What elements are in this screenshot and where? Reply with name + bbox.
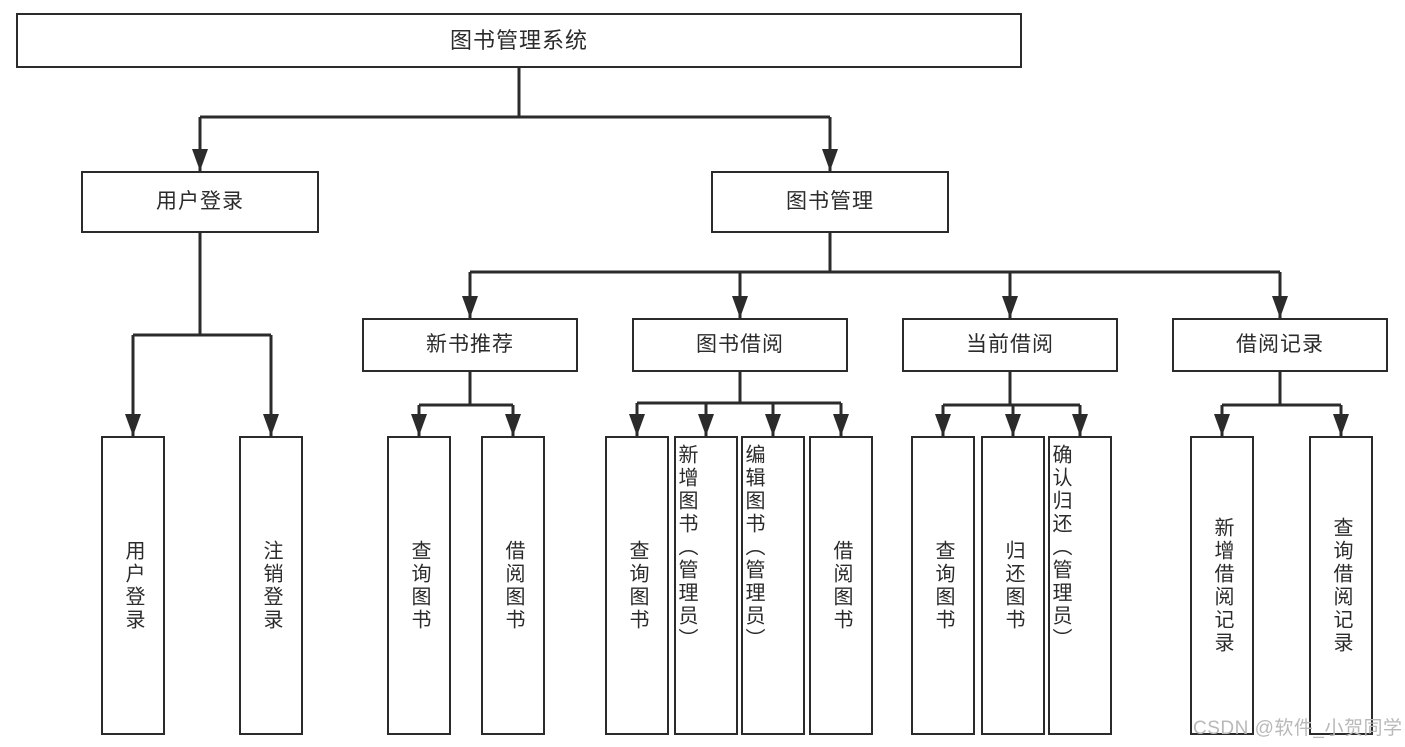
arrowhead-leaf-borrow-book-rec: [505, 414, 521, 436]
node-label-leaf-query-record: 查询借阅记录: [1330, 516, 1352, 655]
node-leaf-add-record[interactable]: 新增借阅记录: [1190, 436, 1254, 735]
arrowhead-leaf-confirm-return: [1072, 414, 1088, 436]
node-label-leaf-query-book-rec: 查询图书: [408, 539, 430, 632]
node-leaf-borrow-book-rec[interactable]: 借阅图书: [481, 436, 545, 735]
node-leaf-query-book-borrow[interactable]: 查询图书: [605, 436, 669, 735]
arrowhead-book-manage: [822, 149, 838, 171]
node-label-leaf-return-book: 归还图书: [1002, 539, 1024, 632]
node-leaf-query-book-rec[interactable]: 查询图书: [387, 436, 451, 735]
node-root[interactable]: 图书管理系统: [16, 13, 1022, 68]
node-label-leaf-add-record: 新增借阅记录: [1211, 516, 1233, 655]
node-label-leaf-borrow-book-rec: 借阅图书: [502, 539, 524, 632]
arrowhead-borrow-record: [1272, 296, 1288, 318]
node-leaf-return-book[interactable]: 归还图书: [981, 436, 1045, 735]
node-label-leaf-confirm-return: 确认归还（管理员）: [1049, 444, 1071, 651]
node-label-book-manage: 图书管理: [786, 189, 874, 213]
arrowhead-leaf-add-book: [698, 414, 714, 436]
arrowhead-user-login: [192, 149, 208, 171]
node-leaf-query-book-cur[interactable]: 查询图书: [911, 436, 975, 735]
arrowhead-leaf-return-book: [1005, 414, 1021, 436]
arrowhead-leaf-user-logout: [263, 414, 279, 436]
node-leaf-user-login[interactable]: 用户登录: [101, 436, 165, 735]
arrowhead-leaf-query-book-rec: [411, 414, 427, 436]
node-user-login[interactable]: 用户登录: [81, 171, 319, 233]
arrowhead-leaf-add-record: [1214, 414, 1230, 436]
csdn-watermark: CSDN @软件_小贺同学: [1193, 718, 1403, 739]
node-new-book-rec[interactable]: 新书推荐: [362, 318, 578, 372]
arrowhead-leaf-query-book-borrow: [629, 414, 645, 436]
node-leaf-user-logout[interactable]: 注销登录: [239, 436, 303, 735]
node-label-leaf-query-book-borrow: 查询图书: [626, 539, 648, 632]
arrowhead-leaf-user-login: [125, 414, 141, 436]
node-label-new-book-rec: 新书推荐: [426, 332, 514, 356]
node-label-root: 图书管理系统: [449, 27, 588, 53]
node-leaf-borrow-book[interactable]: 借阅图书: [809, 436, 873, 735]
arrowhead-leaf-query-book-cur: [935, 414, 951, 436]
node-label-book-borrow: 图书借阅: [696, 332, 784, 356]
node-label-leaf-user-login: 用户登录: [122, 539, 144, 632]
arrowhead-leaf-edit-book: [765, 414, 781, 436]
arrowhead-book-borrow: [732, 296, 748, 318]
node-label-borrow-record: 借阅记录: [1236, 332, 1324, 356]
node-book-manage[interactable]: 图书管理: [711, 171, 949, 233]
node-leaf-query-record[interactable]: 查询借阅记录: [1309, 436, 1373, 735]
node-label-leaf-query-book-cur: 查询图书: [932, 539, 954, 632]
node-borrow-record[interactable]: 借阅记录: [1172, 318, 1388, 372]
node-label-leaf-edit-book: 编辑图书（管理员）: [742, 444, 764, 651]
node-label-leaf-borrow-book: 借阅图书: [830, 539, 852, 632]
node-leaf-edit-book[interactable]: 编辑图书（管理员）: [741, 436, 805, 735]
node-label-user-login: 用户登录: [156, 189, 244, 213]
node-label-leaf-user-logout: 注销登录: [260, 539, 282, 632]
node-leaf-confirm-return[interactable]: 确认归还（管理员）: [1048, 436, 1112, 735]
arrowhead-new-book-rec: [462, 296, 478, 318]
node-book-borrow[interactable]: 图书借阅: [632, 318, 848, 372]
arrowhead-leaf-borrow-book: [833, 414, 849, 436]
node-leaf-add-book[interactable]: 新增图书（管理员）: [674, 436, 738, 735]
node-current-borrow[interactable]: 当前借阅: [902, 318, 1118, 372]
arrowhead-current-borrow: [1002, 296, 1018, 318]
arrowhead-leaf-query-record: [1333, 414, 1349, 436]
node-label-leaf-add-book: 新增图书（管理员）: [675, 444, 697, 651]
node-label-current-borrow: 当前借阅: [966, 332, 1054, 356]
